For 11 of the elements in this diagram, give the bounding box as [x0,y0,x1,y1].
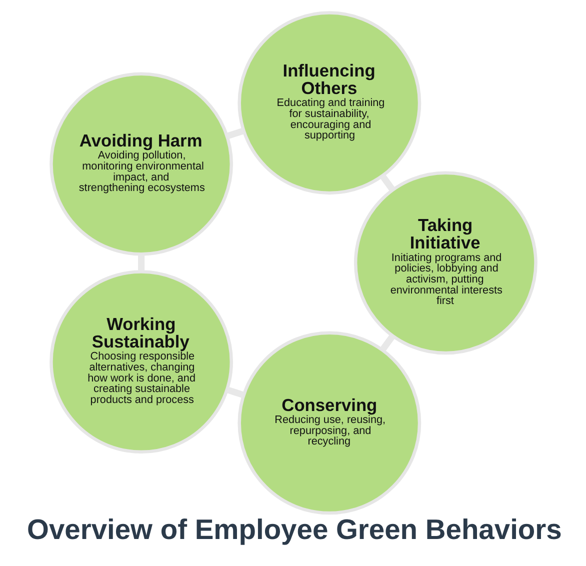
connector [138,254,144,272]
node-circle: Working Sustainably Choosing responsible alternatives, changing how work is done, and creating sustainable products and process [49,270,233,454]
node-circle: Avoiding Harm Avoiding pollution, monitoring environmental impact, and strengthening ecosystems [49,72,233,256]
connector [226,128,244,140]
diagram-title: Overview of Employee Green Behaviors [26,512,562,545]
connector [379,174,395,192]
connector [226,386,244,398]
connector [379,334,395,352]
node-circle: Taking Initiative Initiating programs and policies, lobbying and activism, putting environmental interests first [353,171,537,355]
node-circle: Conserving Reducing use, reusing, repurposing, and recycling [237,331,421,515]
node-circle: Influencing Others Educating and training for sustainability, encouraging and supporting [237,11,421,195]
